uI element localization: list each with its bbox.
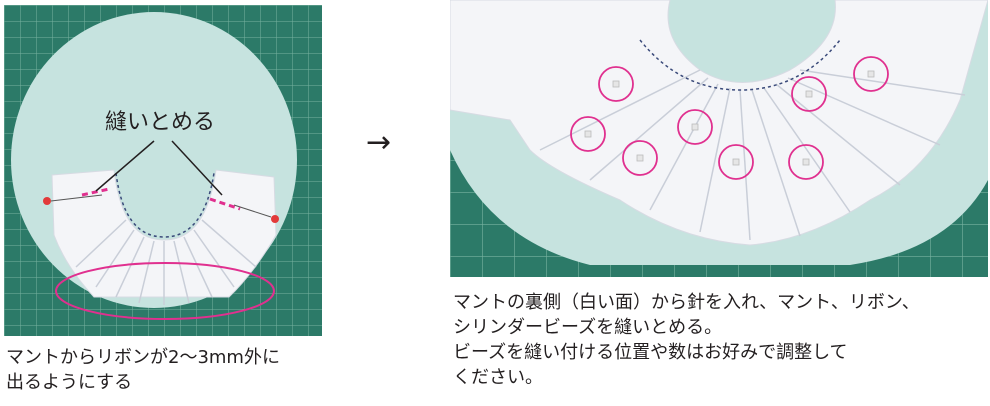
- highlight-ellipse: [55, 262, 275, 320]
- right-photo-illustration: [450, 0, 988, 277]
- right-caption-line-3: ビーズを縫い付ける位置や数はお好みで調整して: [453, 342, 848, 363]
- left-caption: マントからリボンが2〜3mm外に 出るようにする: [6, 345, 280, 395]
- bead-circle: [853, 56, 889, 92]
- ribbon-pleats: [450, 0, 988, 246]
- left-photo: [4, 5, 322, 336]
- bead-circle: [570, 116, 606, 152]
- left-caption-line-2: 出るようにする: [6, 372, 133, 393]
- left-photo-illustration: [4, 5, 322, 336]
- bead-circle: [677, 109, 713, 145]
- bead-circle: [598, 66, 634, 102]
- left-caption-line-1: マントからリボンが2〜3mm外に: [6, 347, 280, 368]
- step-arrow: →: [366, 125, 392, 160]
- bead-circle: [791, 76, 827, 112]
- right-caption-line-1: マントの裏側（白い面）から針を入れ、マント、リボン、: [453, 292, 920, 313]
- annotation-label: 縫いとめる: [105, 110, 216, 135]
- bead-circle: [788, 144, 824, 180]
- right-caption: マントの裏側（白い面）から針を入れ、マント、リボン、 シリンダービーズを縫いとめ…: [453, 290, 920, 390]
- bead-circle: [718, 144, 754, 180]
- bead-circles: [570, 56, 889, 180]
- bead-circle: [622, 140, 658, 176]
- annotation-leader-lines: [95, 140, 223, 196]
- right-photo: [450, 0, 988, 277]
- stitch-markers: [43, 187, 279, 223]
- right-caption-line-4: ください。: [453, 367, 543, 388]
- right-caption-line-2: シリンダービーズを縫いとめる。: [453, 317, 723, 338]
